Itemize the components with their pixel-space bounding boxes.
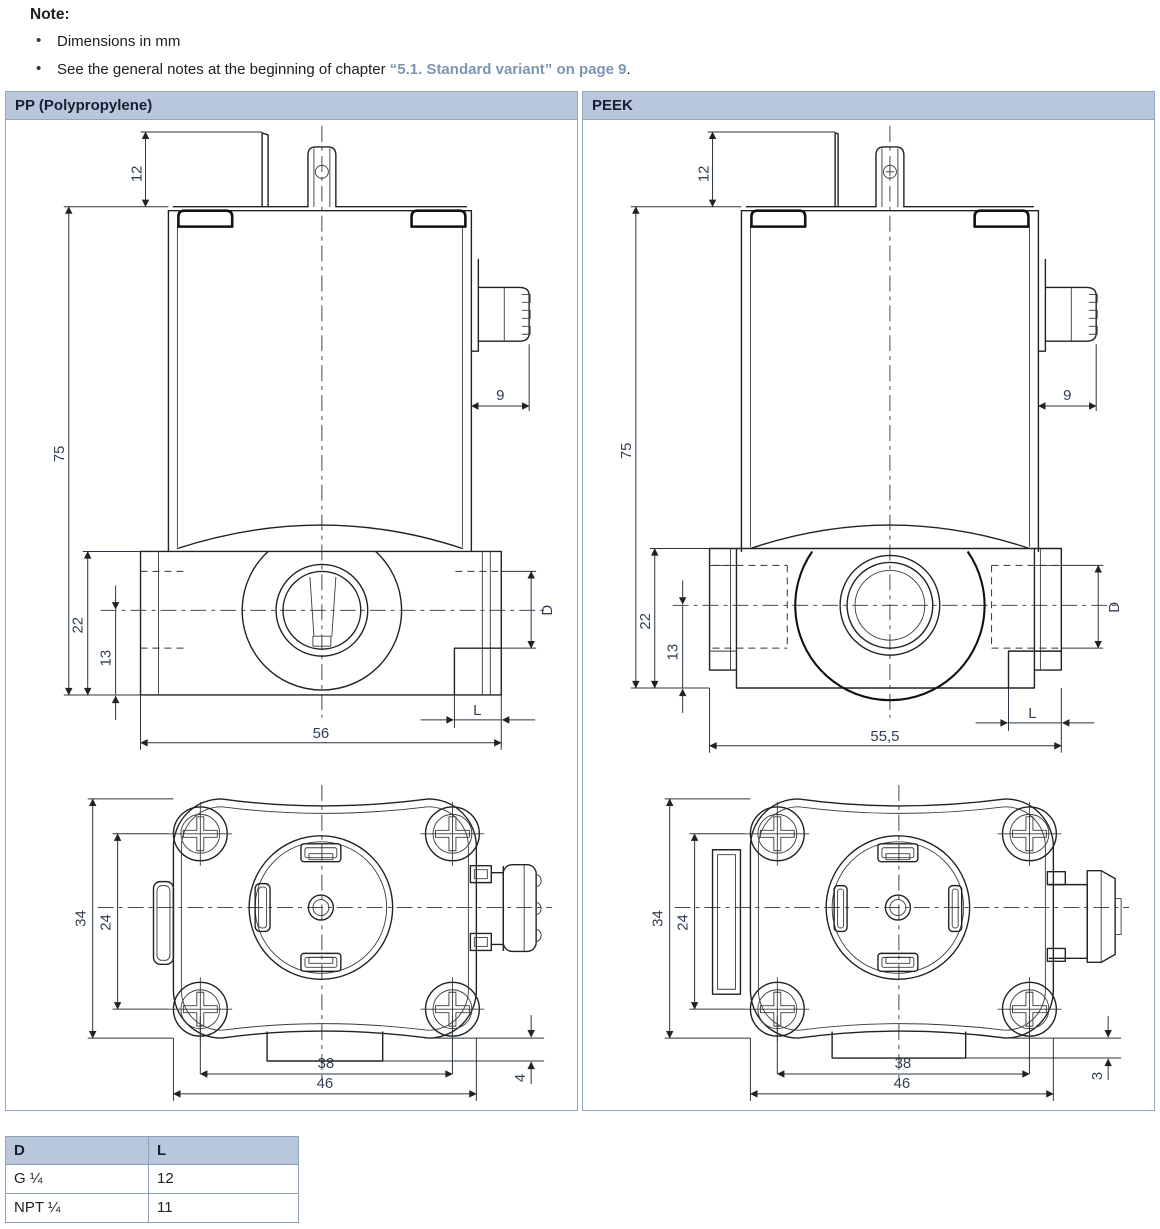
dim-label-center-to-bottom: 13 (665, 643, 682, 660)
peek-column-header: PEEK (583, 91, 1154, 120)
bullet-icon: • (36, 60, 42, 78)
centerlines (100, 125, 550, 718)
dim-label-foot-height: 4 (512, 1074, 529, 1082)
dim-label-overall-height: 75 (618, 442, 635, 459)
note-section: Note: • Dimensions in mm • See the general… (30, 6, 1160, 81)
dimension-lines (87, 798, 545, 1102)
dim-label-overall-width: 55,5 (870, 727, 899, 744)
note-list: • Dimensions in mm • See the general notes… (30, 32, 1160, 81)
valve-outline (152, 798, 542, 1062)
dim-label-body-height: 34 (73, 910, 90, 927)
valve-outline (708, 131, 1098, 689)
dim-label-connector-width: 9 (1063, 387, 1071, 404)
thread-dimension-table: D L G ¼ 12 NPT ¼ 11 (5, 1135, 299, 1223)
dim-label-screw-spacing-h: 38 (318, 1055, 335, 1072)
pp-column-header: PP (Polypropylene) (6, 91, 577, 120)
column-header-d: D (5, 1135, 149, 1165)
cell-thread-length: 11 (148, 1192, 299, 1223)
note-title: Note: (30, 6, 70, 23)
cell-thread-length: 12 (148, 1163, 299, 1194)
dim-label-body-height: 34 (650, 910, 667, 927)
valve-outline (139, 131, 531, 696)
pp-column: PP (Polypropylene) (5, 90, 578, 1111)
centerlines (97, 785, 553, 1079)
dim-label-lower-body-height: 22 (637, 612, 654, 629)
dimension-lines (630, 130, 1104, 753)
table-row: G ¼ 12 (5, 1163, 299, 1194)
screw-icon (419, 801, 486, 867)
pp-bottom-view-drawing: 34 24 38 46 4 (73, 785, 553, 1102)
dim-label-foot-height: 3 (1089, 1072, 1106, 1080)
dim-label-screw-spacing-v: 24 (98, 914, 115, 931)
port-boss-circle (794, 550, 986, 701)
note-item-dimensions: • Dimensions in mm (30, 32, 1160, 52)
dim-label-screw-spacing-v: 24 (675, 914, 692, 931)
dim-label-port-diameter: D (539, 604, 556, 615)
dim-label-lower-body-height: 22 (70, 616, 87, 633)
peek-drawings: 12 75 22 13 9 D L 55,5 (583, 120, 1154, 1110)
dim-label-port-diameter: D (1106, 601, 1123, 612)
table-header-row: D L (5, 1135, 299, 1165)
cell-thread-type: G ¼ (5, 1163, 149, 1194)
dim-label-tab-height: 12 (129, 165, 146, 182)
dim-label-thread-length: L (1028, 704, 1036, 721)
column-header-l: L (148, 1135, 299, 1165)
peek-column: PEEK (582, 90, 1155, 1111)
peek-bottom-view-drawing: 34 24 38 46 3 (650, 785, 1130, 1102)
top-pads (750, 208, 1030, 228)
variant-comparison-panel: PP (Polypropylene) (5, 90, 1155, 1111)
note-item-text: Dimensions in mm (57, 33, 181, 50)
pp-drawings: 12 75 22 13 9 D L 56 (6, 120, 577, 1110)
chapter-reference-link[interactable]: “5.1. Standard variant” on page 9 (389, 61, 627, 79)
screw-icon (744, 801, 810, 867)
cell-thread-type: NPT ¼ (5, 1192, 149, 1223)
dimension-lines (664, 798, 1122, 1102)
dim-label-overall-width: 56 (313, 724, 330, 741)
table-row: NPT ¼ 11 (5, 1192, 299, 1223)
dim-label-tab-height: 12 (696, 165, 713, 182)
dim-label-screw-spacing-h: 38 (895, 1055, 912, 1072)
note-item-general-notes: • See the general notes at the beginning … (30, 60, 1160, 80)
top-pads (177, 208, 467, 228)
screw-icon (167, 801, 233, 867)
dim-label-center-to-bottom: 13 (98, 649, 115, 666)
centerlines (672, 125, 1122, 718)
dimension-lines (63, 130, 537, 750)
dim-label-overall-height: 75 (51, 445, 68, 462)
centerlines (674, 785, 1130, 1079)
bullet-icon: • (36, 32, 42, 49)
dim-label-body-width: 46 (894, 1075, 911, 1092)
screw-icon (996, 801, 1063, 867)
peek-side-view-drawing: 12 75 22 13 9 D L 55,5 (618, 125, 1123, 753)
hidden-port-lines (712, 564, 1059, 649)
dim-label-thread-length: L (473, 701, 481, 718)
note-item-suffix: . (626, 61, 631, 79)
note-item-prefix: See the general notes at the beginning o… (57, 61, 390, 79)
dim-label-connector-width: 9 (496, 387, 504, 404)
pp-side-view-drawing: 12 75 22 13 9 D L 56 (51, 125, 556, 750)
dim-label-body-width: 46 (317, 1075, 334, 1092)
